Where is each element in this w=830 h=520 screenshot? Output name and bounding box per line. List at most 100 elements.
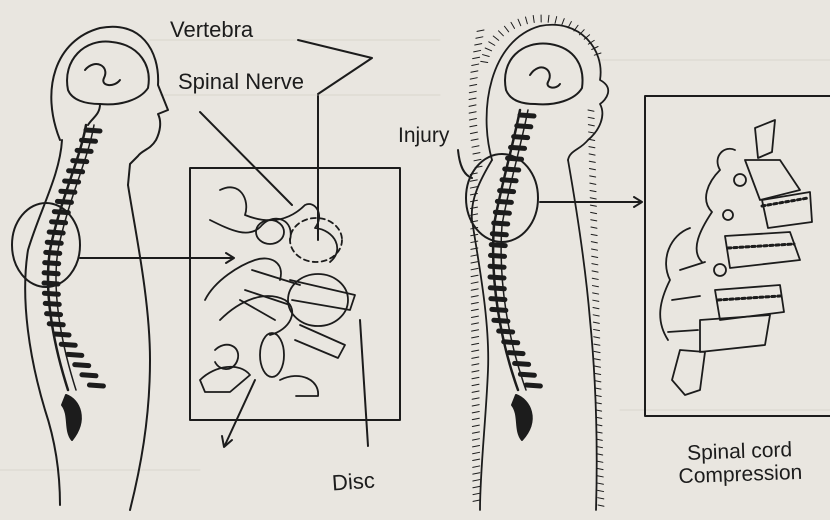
vertebra-segment bbox=[86, 130, 100, 131]
hair-stroke bbox=[518, 19, 521, 25]
vertebra-detail-box bbox=[190, 168, 400, 420]
hair-stroke bbox=[472, 343, 479, 344]
hair-stroke bbox=[472, 377, 479, 378]
vertebra-segment bbox=[47, 242, 61, 243]
vertebra-segment bbox=[494, 223, 508, 224]
hair-stroke bbox=[471, 323, 478, 324]
hair-stroke bbox=[562, 19, 565, 26]
hair-stroke bbox=[533, 16, 534, 23]
hair-stroke bbox=[588, 125, 594, 126]
hair-stroke bbox=[592, 264, 598, 265]
hair-stroke bbox=[470, 78, 477, 79]
hair-stroke bbox=[473, 153, 480, 154]
vertebra-segment bbox=[68, 354, 82, 355]
hair-stroke bbox=[473, 493, 480, 494]
injured-coccyx bbox=[512, 395, 532, 440]
hair-stroke bbox=[473, 500, 480, 501]
vertebra-pointer bbox=[298, 40, 372, 94]
vertebra-segment bbox=[47, 314, 61, 315]
vertebra-segment bbox=[490, 255, 504, 256]
hair-stroke bbox=[594, 351, 600, 352]
hair-stroke bbox=[472, 405, 479, 406]
hair-stroke bbox=[473, 486, 480, 487]
hair-stroke bbox=[469, 91, 476, 92]
hair-stroke bbox=[504, 26, 508, 32]
hair-stroke bbox=[593, 315, 599, 316]
vertebra-segment bbox=[505, 169, 519, 170]
vertebra-segment bbox=[490, 288, 504, 289]
hair-stroke bbox=[595, 373, 601, 374]
hair-stroke bbox=[472, 357, 479, 358]
hair-stroke bbox=[472, 64, 479, 65]
compression-label: Spinal cord Compression bbox=[659, 437, 821, 489]
disc-pointer bbox=[360, 320, 368, 446]
hair-stroke bbox=[590, 190, 596, 191]
hair-stroke bbox=[471, 302, 478, 303]
hair-stroke bbox=[590, 183, 596, 184]
vertebra-segment bbox=[490, 266, 504, 267]
hair-stroke bbox=[471, 296, 478, 297]
hair-stroke bbox=[470, 187, 477, 188]
hair-stroke bbox=[594, 329, 600, 330]
hair-stroke bbox=[597, 461, 603, 462]
hair-stroke bbox=[471, 241, 478, 242]
hair-stroke bbox=[472, 432, 479, 433]
hair-stroke bbox=[472, 330, 479, 331]
vertebra-segment bbox=[69, 171, 83, 172]
hair-stroke bbox=[589, 154, 595, 155]
hair-stroke bbox=[597, 483, 603, 484]
compression-detail-drawing bbox=[660, 120, 812, 395]
hair-stroke bbox=[593, 300, 599, 301]
hair-stroke bbox=[489, 42, 495, 46]
vertebra-segment bbox=[45, 303, 59, 304]
vertebra-segment bbox=[82, 375, 96, 376]
hair-stroke bbox=[473, 446, 480, 447]
vertebra-segment bbox=[492, 309, 506, 310]
hair-stroke bbox=[473, 480, 480, 481]
hair-stroke bbox=[473, 57, 480, 58]
hair-stroke bbox=[473, 466, 480, 467]
vertebra-segment bbox=[65, 181, 79, 182]
hair-stroke bbox=[470, 200, 477, 201]
injured-spinal-column bbox=[493, 110, 528, 390]
vertebra-segment bbox=[61, 191, 75, 192]
vertebra-segment bbox=[77, 150, 91, 151]
hair-stroke bbox=[473, 452, 480, 453]
vertebra-segment bbox=[502, 180, 516, 181]
hair-stroke bbox=[526, 17, 528, 24]
hair-stroke bbox=[591, 220, 597, 221]
vertebra-segment bbox=[49, 324, 63, 325]
hair-stroke bbox=[485, 48, 491, 51]
hair-stroke bbox=[597, 476, 603, 477]
lower-pointer bbox=[225, 380, 255, 445]
hair-stroke bbox=[588, 110, 594, 111]
hair-stroke bbox=[471, 282, 478, 283]
hair-stroke bbox=[598, 490, 604, 491]
hair-stroke bbox=[477, 30, 484, 31]
hair-stroke bbox=[471, 234, 478, 235]
vertebra-segment bbox=[52, 222, 66, 223]
vertebra-label: Vertebra bbox=[170, 18, 253, 42]
disc-label: Disc bbox=[331, 469, 375, 496]
hair-stroke bbox=[594, 366, 600, 367]
hair-stroke bbox=[481, 61, 488, 62]
hair-stroke bbox=[594, 344, 600, 345]
hair-stroke bbox=[590, 176, 596, 177]
injury-pointer bbox=[458, 150, 472, 178]
hair-stroke bbox=[591, 227, 597, 228]
hair-stroke bbox=[597, 454, 603, 455]
vertebra-segment bbox=[89, 385, 103, 386]
hair-stroke bbox=[592, 249, 598, 250]
spinal-nerve-label: Spinal Nerve bbox=[178, 70, 304, 94]
compression-detail-box bbox=[645, 96, 830, 416]
vertebra-segment bbox=[492, 234, 506, 235]
hair-stroke bbox=[594, 337, 600, 338]
hair-stroke bbox=[498, 31, 503, 36]
hair-stroke bbox=[591, 234, 597, 235]
vertebra-segment bbox=[82, 140, 96, 141]
vertebra-segment bbox=[520, 115, 534, 116]
vertebra-segment bbox=[46, 252, 60, 253]
vertebra-segment bbox=[511, 147, 525, 148]
hair-stroke bbox=[472, 439, 479, 440]
vertebra-segment bbox=[500, 191, 514, 192]
